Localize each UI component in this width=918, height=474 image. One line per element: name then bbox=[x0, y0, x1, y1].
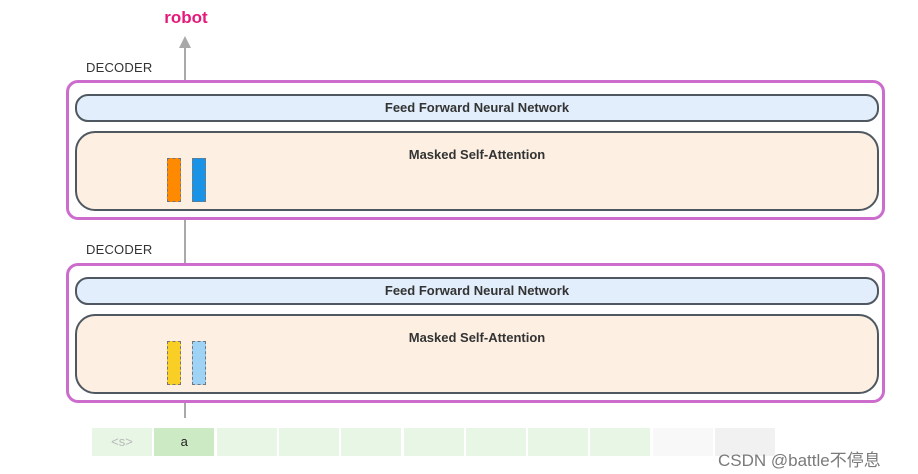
watermark: CSDN @battle不停息 bbox=[718, 451, 881, 470]
output-word: robot bbox=[164, 8, 208, 27]
input-token-row: <s>a bbox=[92, 428, 792, 456]
output-arrow-head bbox=[179, 36, 191, 48]
input-token bbox=[652, 428, 713, 456]
vector-left bbox=[167, 158, 181, 202]
decoder-label: DECODER bbox=[86, 242, 153, 257]
masked-self-attention-layer: Masked Self-Attention bbox=[75, 131, 879, 211]
input-token bbox=[465, 428, 526, 456]
masked-self-attention-layer: Masked Self-Attention bbox=[75, 314, 879, 394]
input-token bbox=[403, 428, 464, 456]
decoder-block: Feed Forward Neural Network Masked Self-… bbox=[66, 80, 885, 220]
input-token bbox=[278, 428, 339, 456]
vector-right bbox=[192, 158, 206, 202]
attention-label: Masked Self-Attention bbox=[408, 147, 546, 162]
input-token bbox=[590, 428, 651, 456]
vector-right bbox=[192, 341, 206, 385]
output-arrow-line bbox=[184, 42, 186, 418]
vector-left bbox=[167, 341, 181, 385]
feed-forward-layer: Feed Forward Neural Network bbox=[75, 94, 879, 122]
input-token bbox=[715, 428, 775, 456]
input-token bbox=[216, 428, 277, 456]
decoder-block: Feed Forward Neural Network Masked Self-… bbox=[66, 263, 885, 403]
attention-label: Masked Self-Attention bbox=[408, 330, 546, 345]
input-token bbox=[341, 428, 402, 456]
feed-forward-layer: Feed Forward Neural Network bbox=[75, 277, 879, 305]
input-token: <s> bbox=[92, 428, 152, 456]
input-token bbox=[528, 428, 589, 456]
decoder-label: DECODER bbox=[86, 60, 153, 75]
input-token: a bbox=[154, 428, 215, 456]
